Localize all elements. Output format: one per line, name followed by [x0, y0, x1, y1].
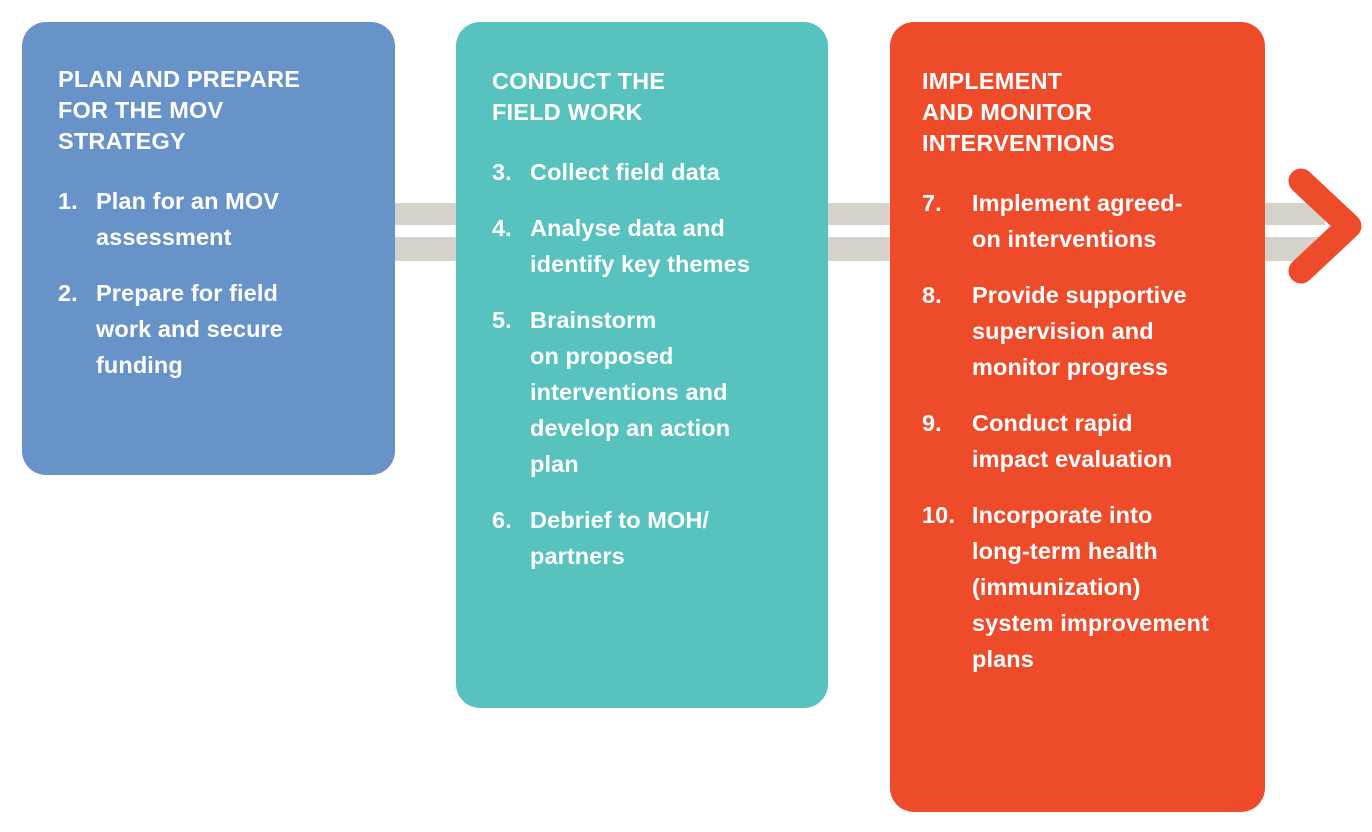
arrow-head-right-icon [1288, 168, 1364, 284]
step-number: 6. [492, 507, 512, 533]
connector-bar-upper [818, 203, 903, 225]
list-item: 7. Implement agreed- on interventions [922, 185, 1235, 257]
step-text: Conduct rapid impact evaluation [972, 410, 1173, 472]
step-text: Plan for an MOV assessment [96, 188, 279, 250]
list-item: 3. Collect field data [492, 154, 798, 190]
list-item: 8. Provide supportive supervision and mo… [922, 277, 1235, 385]
phase-panel-plan-and-prepare[interactable]: PLAN AND PREPARE FOR THE MOV STRATEGY 1.… [22, 22, 395, 475]
connector-bar-lower [818, 237, 903, 261]
step-text: Brainstorm on proposed interventions and… [530, 307, 731, 477]
step-number: 9. [922, 410, 942, 436]
list-item: 4. Analyse data and identify key themes [492, 210, 798, 282]
step-number: 4. [492, 215, 512, 241]
step-number: 7. [922, 190, 942, 216]
step-text: Collect field data [530, 159, 720, 185]
step-number: 5. [492, 307, 512, 333]
phase-title: IMPLEMENT AND MONITOR INTERVENTIONS [922, 68, 1115, 156]
step-text: Implement agreed- on interventions [972, 190, 1183, 252]
step-text: Debrief to MOH/ partners [530, 507, 710, 569]
phase-panel-implement-and-monitor[interactable]: IMPLEMENT AND MONITOR INTERVENTIONS 7. I… [890, 22, 1265, 812]
list-item: 5. Brainstorm on proposed interventions … [492, 302, 798, 482]
connector-phase2-to-phase3 [818, 203, 903, 261]
connector-bar-upper [380, 203, 470, 225]
step-number: 3. [492, 159, 512, 185]
step-number: 8. [922, 282, 942, 308]
phase-step-list: 3. Collect field data 4. Analyse data an… [492, 154, 798, 574]
step-number: 1. [58, 188, 78, 214]
phase-panel-conduct-the-field-work[interactable]: CONDUCT THE FIELD WORK 3. Collect field … [456, 22, 828, 708]
phase-title: PLAN AND PREPARE FOR THE MOV STRATEGY [58, 66, 301, 154]
step-number: 2. [58, 280, 78, 306]
step-text: Incorporate into long-term health (immun… [972, 502, 1209, 672]
step-text: Provide supportive supervision and monit… [972, 282, 1187, 380]
list-item: 10. Incorporate into long-term health (i… [922, 497, 1235, 677]
list-item: 1. Plan for an MOV assessment [58, 183, 365, 255]
step-text: Prepare for field work and secure fundin… [96, 280, 283, 378]
list-item: 2. Prepare for field work and secure fun… [58, 275, 365, 383]
connector-bar-lower [380, 237, 470, 261]
phase-step-list: 7. Implement agreed- on interventions 8.… [922, 185, 1235, 677]
connector-bar-upper [1255, 203, 1325, 225]
list-item: 6. Debrief to MOH/ partners [492, 502, 798, 574]
step-text: Analyse data and identify key themes [530, 215, 751, 277]
list-item: 9. Conduct rapid impact evaluation [922, 405, 1235, 477]
connector-phase1-to-phase2 [380, 203, 470, 261]
phase-title: CONDUCT THE FIELD WORK [492, 68, 666, 125]
phase-step-list: 1. Plan for an MOV assessment 2. Prepare… [58, 183, 365, 383]
step-number: 10. [922, 502, 955, 528]
